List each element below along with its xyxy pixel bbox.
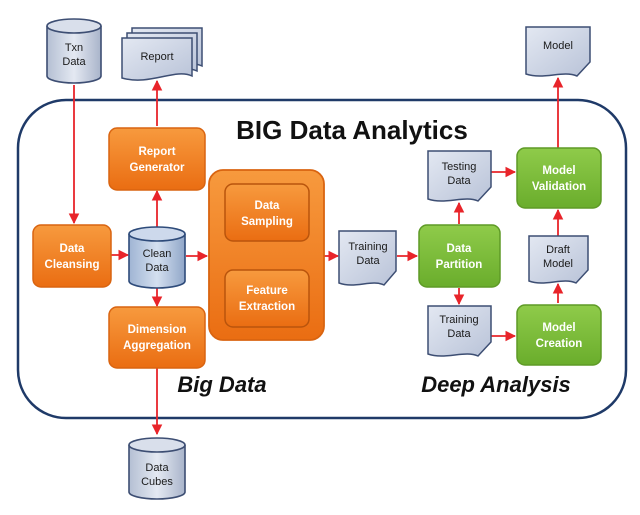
dimension-aggregation-label-2: Aggregation <box>123 340 191 352</box>
draft-model-label-2: Model <box>543 258 573 270</box>
model-document: Model <box>525 26 591 77</box>
training-data-1-label-2: Data <box>356 255 380 267</box>
testing-data-label-1: Testing <box>442 161 477 173</box>
report-document-stack: Report <box>121 27 203 81</box>
analytics-frame <box>16 98 628 420</box>
data-sampling-label-2: Sampling <box>241 216 293 228</box>
feature-extraction-box <box>224 269 310 328</box>
model-label: Model <box>543 40 573 52</box>
data-cleansing-label-2: Cleansing <box>45 259 100 271</box>
report-generator-label-1: Report <box>138 146 175 158</box>
section-label-deep-analysis: Deep Analysis <box>421 372 571 397</box>
data-sampling-box <box>224 183 310 242</box>
data-cubes-label-1: Data <box>145 462 169 474</box>
diagram-title: BIG Data Analytics <box>236 115 468 145</box>
training-data-2-label-1: Training <box>439 314 478 326</box>
feature-extraction-label-2: Extraction <box>239 301 295 313</box>
clean-data-label-2: Data <box>145 262 169 274</box>
training-data-1-label-1: Training <box>348 241 387 253</box>
data-sampling-label-1: Data <box>255 200 281 212</box>
report-label: Report <box>140 51 173 63</box>
model-creation-label-2: Creation <box>536 338 583 350</box>
txn-data-label-2: Data <box>62 56 86 68</box>
model-validation-label-1: Model <box>542 165 575 177</box>
model-validation-label-2: Validation <box>532 181 586 193</box>
data-partition-label-1: Data <box>447 243 473 255</box>
training-data-2-label-2: Data <box>447 328 471 340</box>
txn-data-label-1: Txn <box>65 42 83 54</box>
testing-data-label-2: Data <box>447 175 471 187</box>
model-creation-label-1: Model <box>542 322 575 334</box>
data-cubes-label-2: Cubes <box>141 476 173 488</box>
connectors <box>68 76 564 436</box>
draft-model-label-1: Draft <box>546 244 570 256</box>
dimension-aggregation-label-1: Dimension <box>128 324 187 336</box>
section-label-big-data: Big Data <box>177 372 266 397</box>
data-partition-label-2: Partition <box>436 259 483 271</box>
report-generator-label-2: Generator <box>130 162 185 174</box>
clean-data-label-1: Clean <box>143 248 172 260</box>
data-cleansing-label-1: Data <box>60 243 86 255</box>
feature-extraction-label-1: Feature <box>246 285 288 297</box>
